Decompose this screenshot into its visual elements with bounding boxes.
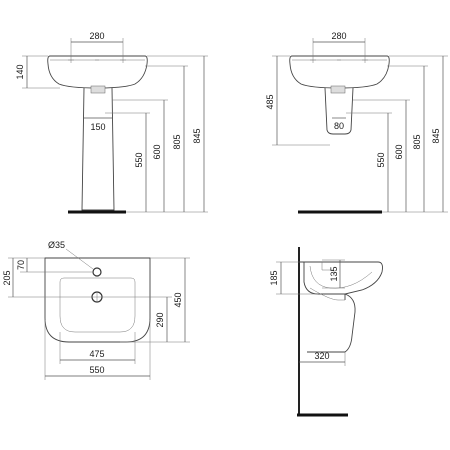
dim-320: 320 (314, 351, 329, 361)
trap-cover (90, 85, 106, 94)
dim-290: 290 (155, 312, 165, 327)
bowl-inner-outline (59, 277, 136, 333)
basin-outline-2 (289, 55, 390, 89)
dim-845-2: 845 (431, 128, 441, 143)
dim-140: 140 (15, 64, 25, 79)
basin-outline (47, 55, 148, 89)
dim-550: 550 (134, 152, 144, 167)
dim-450: 450 (173, 292, 183, 307)
front-view-pedestal: 280 140 150 550 600 805 845 (15, 31, 208, 214)
dim-80: 80 (334, 121, 344, 131)
dim-600: 600 (152, 144, 162, 159)
dim-805-2: 805 (412, 134, 422, 149)
top-view: Ø35 205 70 475 550 290 450 (2, 240, 190, 380)
dim-150: 150 (90, 122, 105, 132)
dim-550-2: 550 (376, 152, 386, 167)
dim-280: 280 (89, 31, 104, 41)
dim-205: 205 (2, 270, 12, 285)
semipedestal-outline (324, 87, 354, 135)
tap-hole (92, 267, 102, 277)
dim-485: 485 (265, 94, 275, 109)
front-view-semipedestal: 280 485 80 550 600 805 845 (265, 31, 448, 214)
dim-135: 135 (329, 266, 339, 281)
basin-side-profile (300, 261, 383, 300)
bowl-side-profile (309, 265, 373, 289)
dim-600-2: 600 (394, 144, 404, 159)
dim-280-2: 280 (331, 31, 346, 41)
dim-dia35: Ø35 (48, 240, 65, 250)
dim-550-top: 550 (89, 365, 104, 375)
semipedestal-side (307, 293, 356, 353)
dim-185: 185 (269, 270, 279, 285)
pedestal-outline (81, 87, 115, 211)
dim-805: 805 (172, 134, 182, 149)
dim-475: 475 (89, 349, 104, 359)
dim-70: 70 (16, 260, 26, 270)
dim-845: 845 (192, 128, 202, 143)
side-view: 185 135 320 (269, 247, 383, 417)
